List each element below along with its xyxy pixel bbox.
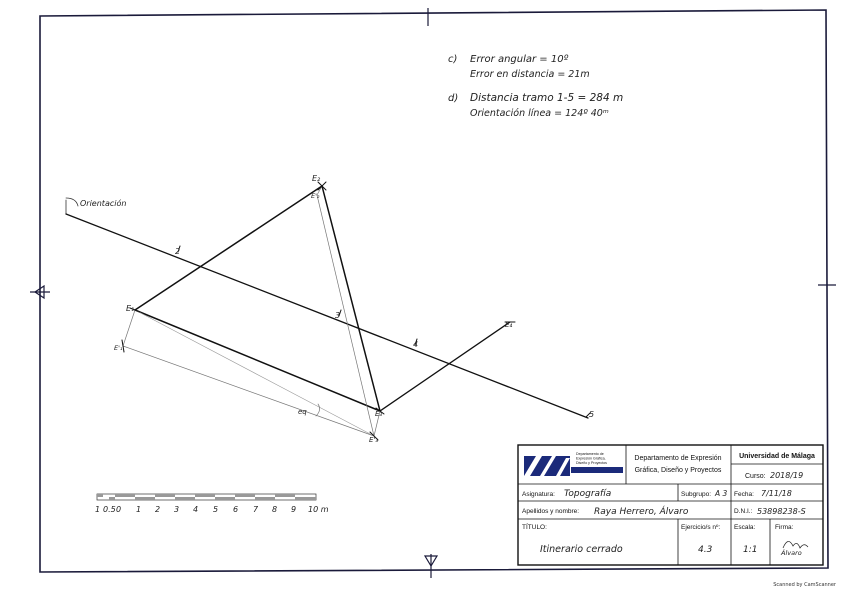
scale-label: 8	[272, 505, 277, 514]
scale-label: 1	[95, 505, 100, 514]
apellidos-value: Raya Herrero, Álvaro	[594, 505, 689, 517]
point-ticks	[121, 181, 591, 441]
scale-bar-segments	[97, 494, 316, 500]
station-e3p-label: E'₃	[369, 436, 378, 444]
annotation-distancia-tramo: Distancia tramo 1-5 = 284 m	[470, 92, 623, 104]
titulo-value: Itinerario cerrado	[540, 544, 623, 555]
point-5-label: 5	[589, 410, 594, 419]
dept-line-2: Gráfica, Diseño y Proyectos	[635, 467, 722, 474]
comp-e1p-e3p	[122, 345, 375, 437]
apellidos-label: Apellidos y nombre:	[522, 508, 579, 515]
fecha-value: 7/11/18	[761, 489, 792, 498]
annotation-error-distancia: Error en distancia = 21m	[470, 69, 590, 80]
side-e2-e3	[321, 185, 381, 412]
point-3-label: 3	[335, 311, 340, 320]
dni-label: D.N.I.:	[734, 508, 753, 515]
comp-e2p-e3p	[316, 194, 375, 437]
comp-arc	[315, 403, 320, 417]
annotation-d-label: d)	[448, 93, 458, 104]
scale-label: 9	[291, 505, 296, 514]
side-e3-e4	[379, 321, 511, 412]
scale-label: 4	[193, 505, 198, 514]
comp-e1-e3p	[134, 309, 375, 437]
comp-e1-e1p	[122, 309, 136, 347]
subgrupo-value: A 3	[714, 489, 728, 498]
annotation-error-angular: Error angular = 10º	[470, 54, 569, 65]
station-e1-label: E₁	[126, 304, 134, 313]
curso-value: 2018/19	[770, 471, 803, 480]
asignatura-value: Topografía	[564, 489, 611, 499]
point-2-label: 2	[175, 247, 180, 256]
station-e1p-label: E'₁	[114, 344, 123, 352]
ejercicio-value: 4.3	[698, 545, 713, 555]
escala-value: 1:1	[743, 545, 757, 555]
sheet-border	[39, 9, 829, 573]
station-e2-label: E₂	[312, 174, 321, 183]
point-4-label: 4	[413, 340, 418, 349]
scale-label: 7	[253, 505, 259, 514]
dni-value: 53898238-S	[757, 507, 806, 516]
signature-text: Álvaro	[780, 548, 802, 557]
scanner-watermark: Scanned by CamScanner	[773, 582, 836, 588]
side-e1-e3	[134, 309, 381, 412]
station-e4-label: E₄	[505, 321, 512, 329]
scale-label: 0	[116, 505, 121, 514]
title-block-grid	[518, 445, 823, 565]
scale-label: 1	[136, 505, 141, 514]
scale-label: 3	[174, 505, 179, 514]
logo-caption-2: Expresión Gráfica,	[576, 457, 606, 461]
title-block: Departamento de Expresión Gráfica, Diseñ…	[517, 444, 824, 566]
orientation-arc	[65, 197, 79, 207]
scale-label: 10 m	[308, 505, 329, 514]
station-e3-label: E₃	[375, 410, 382, 418]
centering-marks	[30, 8, 836, 578]
annotation-c-label: c)	[448, 54, 457, 65]
drawing-labels: Orientación 2 3 4 5 E₂ E'₂ E₁ E'₁ E₃ E'₃…	[80, 174, 594, 444]
scale-label: 2	[155, 505, 160, 514]
subgrupo-label: Subgrupo:	[681, 491, 711, 498]
annotations: c) Error angular = 10º Error en distanci…	[448, 54, 623, 119]
firma-label: Firma:	[775, 524, 794, 531]
error-eq-label: eq	[298, 408, 307, 416]
annotation-orientacion-linea: Orientación línea = 124º 40ᵐ	[470, 108, 609, 119]
scale-bar: 1 0.5 0 1 2 3 4 5 6 7 8 9 10 m	[95, 493, 329, 514]
side-e1-e2	[134, 185, 323, 311]
logo-caption-1: Departamento de	[576, 452, 604, 456]
titulo-label: TÍTULO:	[522, 522, 547, 531]
university-name: Universidad de Málaga	[739, 453, 815, 460]
department-logo: Departamento de Expresión Gráfica, Diseñ…	[524, 452, 623, 476]
curso-label: Curso:	[745, 473, 766, 480]
line-1-5	[65, 213, 589, 419]
orientation-label: Orientación	[80, 198, 126, 208]
logo-caption-3: Diseño y Proyectos	[576, 461, 607, 465]
escala-label: Escala:	[734, 524, 756, 531]
scale-bar-labels: 1 0.5 0 1 2 3 4 5 6 7 8 9 10 m	[95, 505, 329, 514]
dept-line-1: Departamento de Expresión	[634, 455, 721, 462]
signature: Álvaro	[780, 541, 809, 557]
ejercicio-label: Ejercicio/s nº:	[681, 524, 720, 531]
scale-label: 5	[213, 505, 218, 514]
asignatura-label: Asignatura:	[522, 491, 555, 498]
traverse-drawing	[65, 181, 591, 441]
comp-e3-e3p	[373, 410, 381, 437]
scale-label: 0.5	[103, 505, 116, 514]
fecha-label: Fecha:	[734, 491, 754, 498]
station-e2p-label: E'₂	[311, 192, 320, 200]
scale-label: 6	[233, 505, 238, 514]
